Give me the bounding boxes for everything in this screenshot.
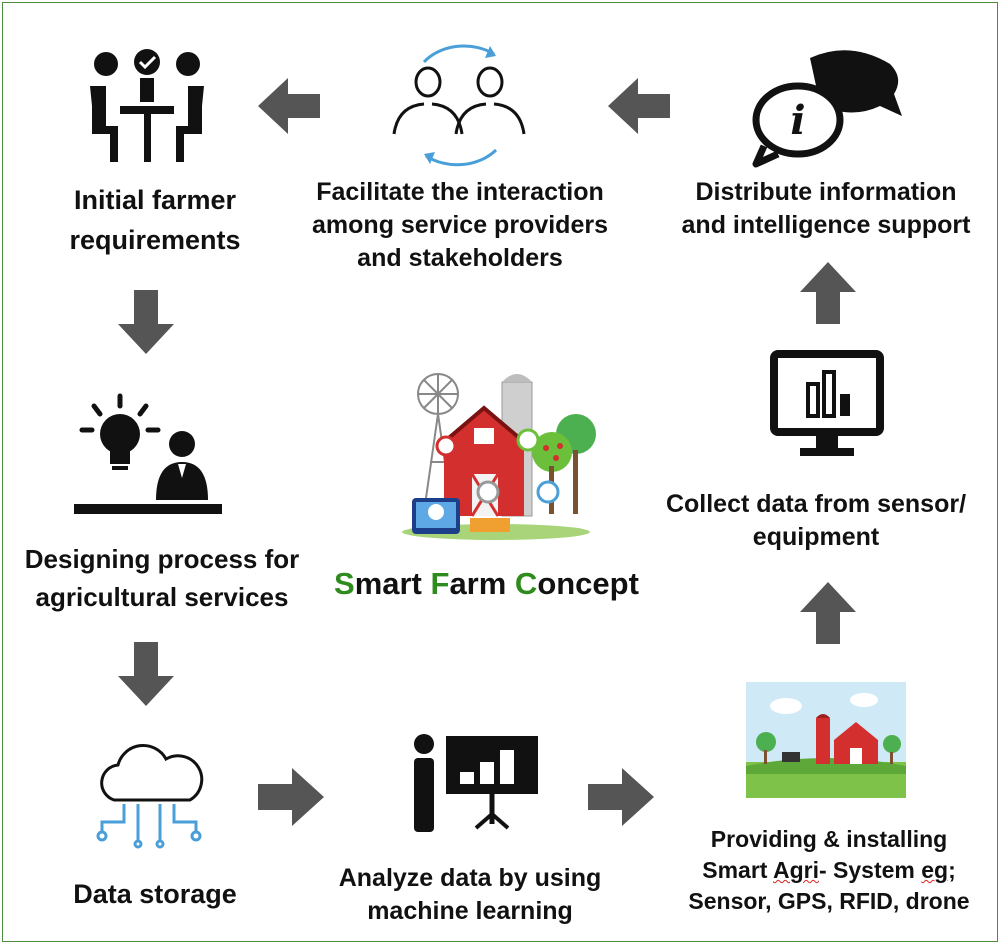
step-initial-line1: Initial farmer xyxy=(73,185,237,215)
people-exchange-icon xyxy=(392,44,526,167)
providing-line2-c: - System xyxy=(818,857,922,883)
presentation-chart-icon xyxy=(414,734,538,832)
step-storage-line1: Data storage xyxy=(73,879,237,909)
step-distribute-label: Distribute information and intelligence … xyxy=(654,176,998,242)
arrow-up-2 xyxy=(800,582,856,644)
providing-line2-e: ; xyxy=(948,857,956,883)
smart-farm-illustration xyxy=(402,373,596,540)
step-analyze-label: Analyze data by using machine learning xyxy=(310,862,630,928)
step-providing-line1: Providing & installing xyxy=(710,826,948,852)
title-rest-2: arm xyxy=(449,566,515,601)
step-facilitate-line3: and stakeholders xyxy=(357,244,563,272)
step-distribute-line2: and intelligence support xyxy=(681,211,971,239)
monitor-chart-icon xyxy=(770,350,884,456)
svg-text:i: i xyxy=(790,97,805,144)
step-collect-line1: Collect data from sensor/ xyxy=(665,490,967,518)
step-facilitate-line1: Facilitate the interaction xyxy=(316,178,604,206)
farm-landscape-image xyxy=(746,682,906,798)
title-letter-s: S xyxy=(334,566,355,601)
providing-line2-d: eg xyxy=(921,857,949,883)
step-providing-line2: Smart Agri- System eg; xyxy=(660,855,998,886)
step-initial-line2: requirements xyxy=(69,225,241,255)
title-rest-3: oncept xyxy=(537,566,639,601)
idea-designer-icon xyxy=(74,393,222,514)
step-analyze-line1: Analyze data by using xyxy=(338,864,602,892)
step-collect-line2: equipment xyxy=(752,523,880,551)
step-designing-line1: Designing process for xyxy=(24,544,300,574)
arrow-down-2 xyxy=(118,642,174,706)
step-designing-line2: agricultural services xyxy=(35,582,289,612)
step-storage-label: Data storage xyxy=(40,878,270,911)
step-collect-label: Collect data from sensor/ equipment xyxy=(634,488,998,554)
arrow-right-2 xyxy=(588,768,654,826)
cloud-storage-icon xyxy=(96,743,204,849)
step-distribute-line1: Distribute information xyxy=(695,178,957,206)
title-letter-c: C xyxy=(514,566,538,601)
step-initial-label: Initial farmer requirements xyxy=(20,180,290,260)
meeting-icon xyxy=(90,49,204,162)
step-providing-line3: Sensor, GPS, RFID, drone xyxy=(688,888,970,914)
smart-farm-title: Smart Farm Concept xyxy=(334,566,639,602)
step-providing-label: Providing & installing Smart Agri- Syste… xyxy=(660,824,998,917)
step-analyze-line2: machine learning xyxy=(367,897,573,925)
title-rest-1: mart xyxy=(354,566,431,601)
arrow-left-1 xyxy=(258,78,320,134)
info-chat-icon: i xyxy=(752,50,902,168)
step-facilitate-line2: among service providers xyxy=(312,211,608,239)
arrow-down-1 xyxy=(118,290,174,354)
step-designing-label: Designing process for agricultural servi… xyxy=(4,540,320,616)
arrow-left-2 xyxy=(608,78,670,134)
step-facilitate-label: Facilitate the interaction among service… xyxy=(290,176,630,275)
arrow-up-1 xyxy=(800,262,856,324)
providing-line2-b: Agri xyxy=(772,857,819,883)
arrow-right-1 xyxy=(258,768,324,826)
providing-line2-a: Smart xyxy=(702,857,773,883)
title-letter-f: F xyxy=(430,566,450,601)
